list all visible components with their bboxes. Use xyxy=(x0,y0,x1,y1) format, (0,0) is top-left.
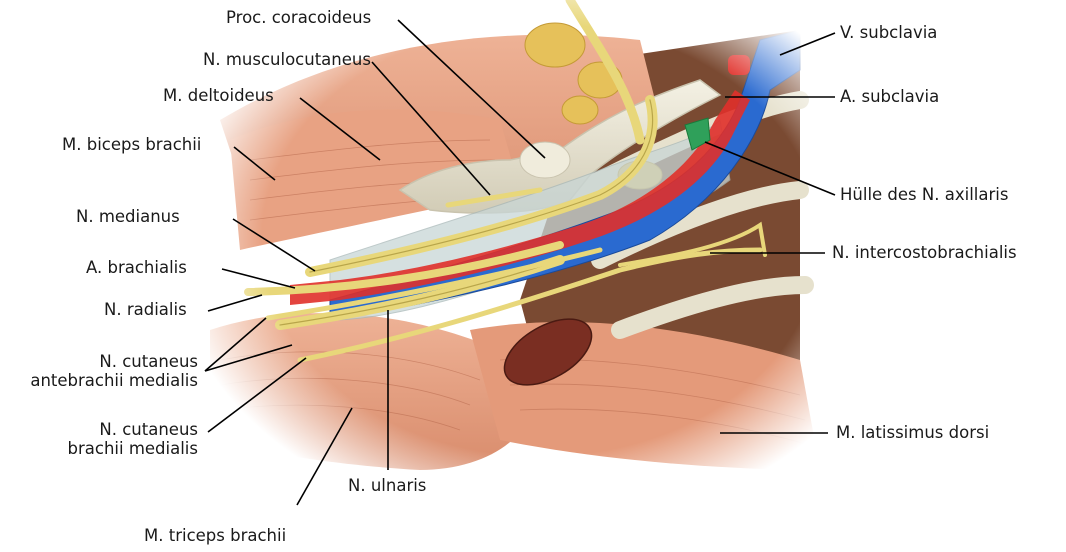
label-m-biceps-brachii: M. biceps brachii xyxy=(62,135,201,154)
label-n-ulnaris: N. ulnaris xyxy=(348,476,426,495)
label-v-subclavia: V. subclavia xyxy=(840,23,937,42)
label-huelle-des-n-axillaris: Hülle des N. axillaris xyxy=(840,185,1008,204)
label-line: N. cutaneus xyxy=(68,420,198,439)
label-a-subclavia: A. subclavia xyxy=(840,87,939,106)
label-line: antebrachii medialis xyxy=(30,371,198,390)
label-n-cutaneus-antebrachii-medialis: N. cutaneus antebrachii medialis xyxy=(30,352,198,390)
label-line: brachii medialis xyxy=(68,439,198,458)
label-proc-coracoideus: Proc. coracoideus xyxy=(226,8,371,27)
label-n-radialis: N. radialis xyxy=(104,300,187,319)
label-m-triceps-brachii: M. triceps brachii xyxy=(144,526,286,545)
label-n-medianus: N. medianus xyxy=(76,207,180,226)
label-m-deltoideus: M. deltoideus xyxy=(163,86,274,105)
label-n-intercostobrachialis: N. intercostobrachialis xyxy=(832,243,1017,262)
label-line: N. cutaneus xyxy=(30,352,198,371)
label-n-cutaneus-brachii-medialis: N. cutaneus brachii medialis xyxy=(68,420,198,458)
edge-fade xyxy=(200,0,820,480)
label-m-latissimus-dorsi: M. latissimus dorsi xyxy=(836,423,989,442)
label-a-brachialis: A. brachialis xyxy=(86,258,187,277)
label-n-musculocutaneus: N. musculocutaneus xyxy=(203,50,371,69)
